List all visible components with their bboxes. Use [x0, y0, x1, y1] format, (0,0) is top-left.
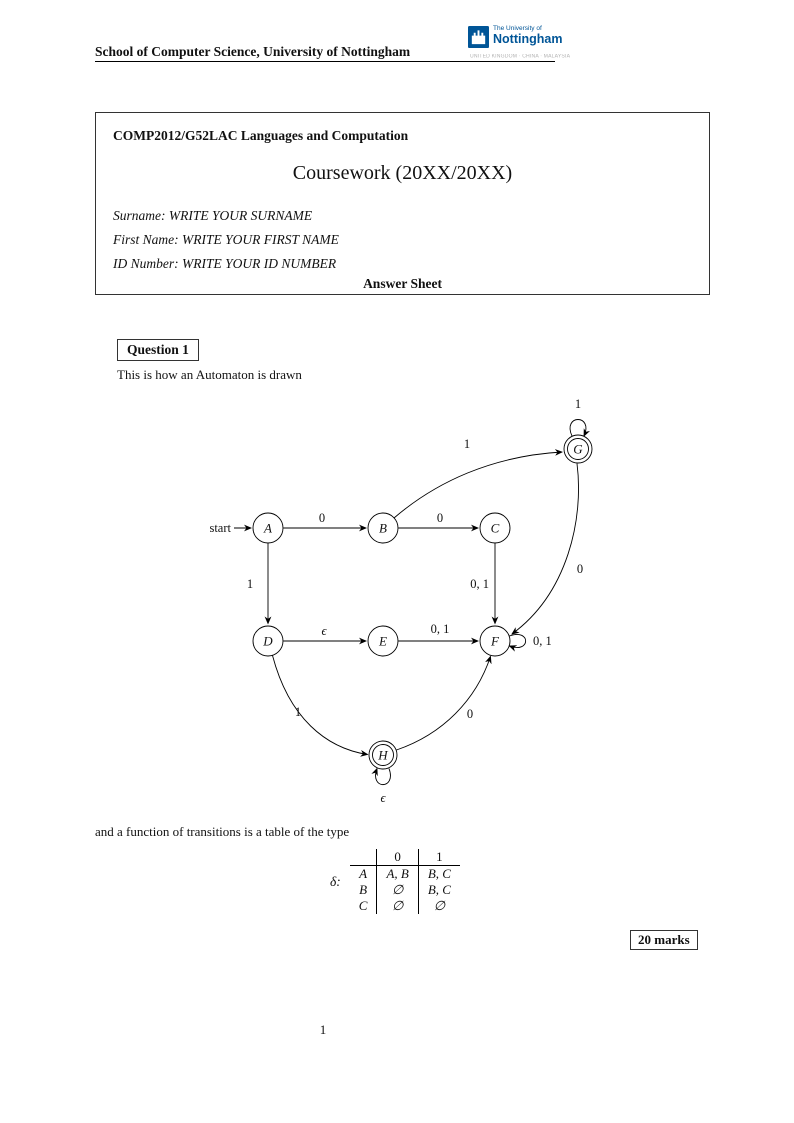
automaton-diagram: start 0 0 1 1 1 0, 1 0 ϵ 0, 1 0, 1 1 0 ϵ — [209, 397, 593, 805]
state-C: C — [479, 512, 511, 544]
edge-H-H-loop — [371, 767, 391, 785]
question-1-label: Question 1 — [117, 339, 199, 361]
state-D: D — [252, 625, 284, 657]
idnumber-value: WRITE YOUR ID NUMBER — [182, 256, 337, 271]
state-label-B: B — [379, 521, 387, 536]
edge-label-C-F: 0, 1 — [470, 577, 489, 591]
table-header-1: 1 — [417, 849, 460, 866]
surname-label: Surname: — [113, 208, 166, 223]
surname-field: Surname: WRITE YOUR SURNAME — [113, 208, 312, 224]
logo-line2: Nottingham — [493, 31, 563, 46]
row-state-A: A — [359, 866, 368, 881]
row-C-on1: ∅ — [417, 898, 460, 914]
firstname-label: First Name: — [113, 232, 179, 247]
edge-label-G-F: 0 — [577, 562, 583, 576]
state-label-A: A — [263, 521, 272, 536]
edge-label-F-F: 0, 1 — [533, 634, 552, 648]
row-A-on0: A, B — [376, 865, 419, 882]
surname-value: WRITE YOUR SURNAME — [168, 208, 313, 223]
row-state-C: C — [358, 898, 368, 913]
question-intro: This is how an Automaton is drawn — [117, 367, 302, 382]
edge-H-F — [396, 655, 492, 751]
table-header-row: 0 1 — [349, 849, 460, 866]
state-A: A — [252, 512, 284, 544]
edge-G-G-loop — [569, 419, 590, 437]
marks-badge: 20 marks — [630, 930, 698, 950]
row-B-on0: ∅ — [376, 882, 419, 898]
idnumber-field: ID Number: WRITE YOUR ID NUMBER — [113, 256, 336, 272]
delta-label: δ: — [330, 873, 341, 889]
logo-line1: The University of — [493, 25, 542, 32]
table-corner-cell — [349, 849, 377, 866]
page-title: School of Computer Science, University o… — [95, 44, 411, 59]
state-label-H: H — [377, 748, 388, 763]
castle-icon — [468, 26, 489, 48]
edge-label-A-B: 0 — [319, 511, 325, 525]
edge-label-B-G: 1 — [464, 437, 470, 451]
university-logo: The University of Nottingham — [468, 25, 563, 49]
course-title: COMP2012/G52LAC Languages and Computatio… — [113, 128, 409, 143]
answer-sheet-label: Answer Sheet — [363, 276, 442, 291]
edge-label-D-H: 1 — [295, 705, 301, 719]
idnumber-label: ID Number: — [113, 256, 179, 271]
table-intro-text: and a function of transitions is a table… — [95, 824, 350, 839]
firstname-value: WRITE YOUR FIRST NAME — [182, 232, 339, 247]
edge-label-D-E: ϵ — [321, 624, 327, 638]
edge-F-F-loop — [508, 634, 526, 652]
state-E: E — [367, 625, 399, 657]
edge-label-E-F: 0, 1 — [431, 622, 450, 636]
table-row: C ∅ ∅ — [350, 898, 460, 914]
table-row: B ∅ B, C — [350, 882, 460, 898]
table-header-0: 0 — [376, 849, 419, 866]
state-G-accepting: G — [563, 434, 593, 464]
state-B: B — [367, 512, 399, 544]
page-number: 1 — [319, 1022, 327, 1037]
state-label-C: C — [491, 521, 500, 536]
row-B-on1: B, C — [417, 882, 460, 898]
edge-label-G-G: 1 — [575, 397, 581, 411]
state-label-D: D — [262, 634, 273, 649]
header-rule — [95, 61, 555, 63]
row-C-on0: ∅ — [376, 898, 419, 914]
edge-B-G — [393, 449, 563, 519]
coursework-title: Coursework (20XX/20XX) — [292, 162, 513, 184]
edge-G-F — [511, 463, 579, 635]
edge-label-H-F: 0 — [467, 707, 473, 721]
table-row: A A, B B, C — [350, 865, 460, 882]
state-label-E: E — [378, 634, 387, 649]
logo-tagline: UNITED KINGDOM · CHINA · MALAYSIA — [470, 54, 571, 60]
edge-label-A-D: 1 — [247, 577, 253, 591]
transition-table: 0 1 A A, B B, C B ∅ B, C C ∅ ∅ — [349, 849, 460, 914]
state-label-G: G — [573, 442, 583, 457]
edge-D-H — [272, 655, 369, 757]
edge-label-B-C: 0 — [437, 511, 443, 525]
row-A-on1: B, C — [417, 865, 460, 882]
edge-label-H-H: ϵ — [380, 791, 386, 805]
logo-text: The University of Nottingham — [493, 25, 563, 46]
row-state-B: B — [359, 882, 368, 897]
state-H-accepting: H — [368, 740, 398, 770]
coursework-info-box: COMP2012/G52LAC Languages and Computatio… — [95, 112, 710, 295]
start-label: start — [209, 521, 231, 535]
state-label-F: F — [490, 634, 500, 649]
state-F: F — [479, 625, 511, 657]
firstname-field: First Name: WRITE YOUR FIRST NAME — [113, 232, 339, 248]
transition-table-block: δ: 0 1 A A, B B, C B ∅ B, C C ∅ ∅ — [330, 849, 460, 914]
